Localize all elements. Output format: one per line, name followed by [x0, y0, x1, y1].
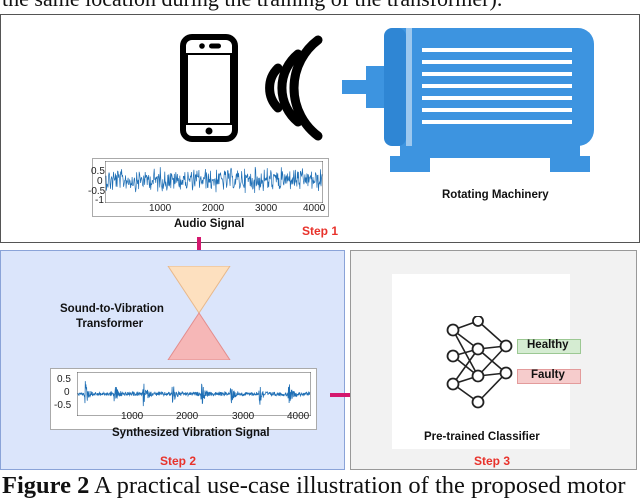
healthy-label: Healthy: [527, 339, 569, 351]
audio-waveform: [105, 166, 323, 193]
figure-caption: Figure 2 A practical use-case illustrati…: [2, 472, 625, 500]
audio-ytick: 0.5: [91, 166, 105, 177]
vibration-signal-title: Synthesized Vibration Signal: [112, 427, 270, 439]
transformer-icon: [167, 266, 231, 360]
audio-xtick: 2000: [202, 203, 225, 214]
faulty-label: Faulty: [531, 369, 565, 381]
vib-ytick: 0: [64, 387, 70, 398]
step1-label: Step 1: [302, 224, 339, 238]
caption-text: A practical use-case illustration of the…: [89, 472, 626, 499]
audio-xtick: 3000: [255, 203, 278, 214]
figure-number: Figure 2: [2, 472, 90, 499]
audio-signal-plot: [105, 161, 323, 203]
electric-motor-icon: [342, 28, 594, 172]
vib-ytick: 0.5: [57, 374, 71, 385]
smartphone-icon: [180, 34, 238, 142]
vib-xtick: 2000: [176, 411, 199, 422]
audio-signal-title: Audio Signal: [174, 218, 245, 230]
audio-ytick: -0.5: [88, 186, 106, 197]
neural-network-icon: [446, 316, 513, 409]
faulty-output-badge: [517, 369, 581, 384]
step2-panel: [0, 250, 345, 470]
machine-label: Rotating Machinery: [442, 189, 549, 201]
audio-xtick: 4000: [303, 203, 326, 214]
audio-ytick: -1: [95, 195, 104, 206]
transformer-label-line1: Sound-to-Vibration: [60, 303, 164, 315]
top-cut-text: the same location during the training of…: [2, 0, 502, 12]
step3-label: Step 3: [474, 454, 511, 468]
vibration-waveform: [77, 381, 311, 407]
vib-xtick: 1000: [121, 411, 144, 422]
step2-label: Step 2: [160, 454, 197, 468]
transformer-label-line2: Transformer: [76, 318, 144, 330]
classifier-label: Pre-trained Classifier: [424, 431, 540, 443]
classifier-card: [392, 274, 570, 449]
vib-xtick: 4000: [287, 411, 310, 422]
vib-xtick: 3000: [232, 411, 255, 422]
healthy-output-badge: [517, 339, 581, 354]
audio-xtick: 1000: [149, 203, 172, 214]
audio-ytick: 0: [97, 176, 103, 187]
sound-waves-icon: [265, 35, 323, 141]
vib-ytick: -0.5: [54, 400, 72, 411]
vibration-signal-plot: [77, 372, 311, 416]
